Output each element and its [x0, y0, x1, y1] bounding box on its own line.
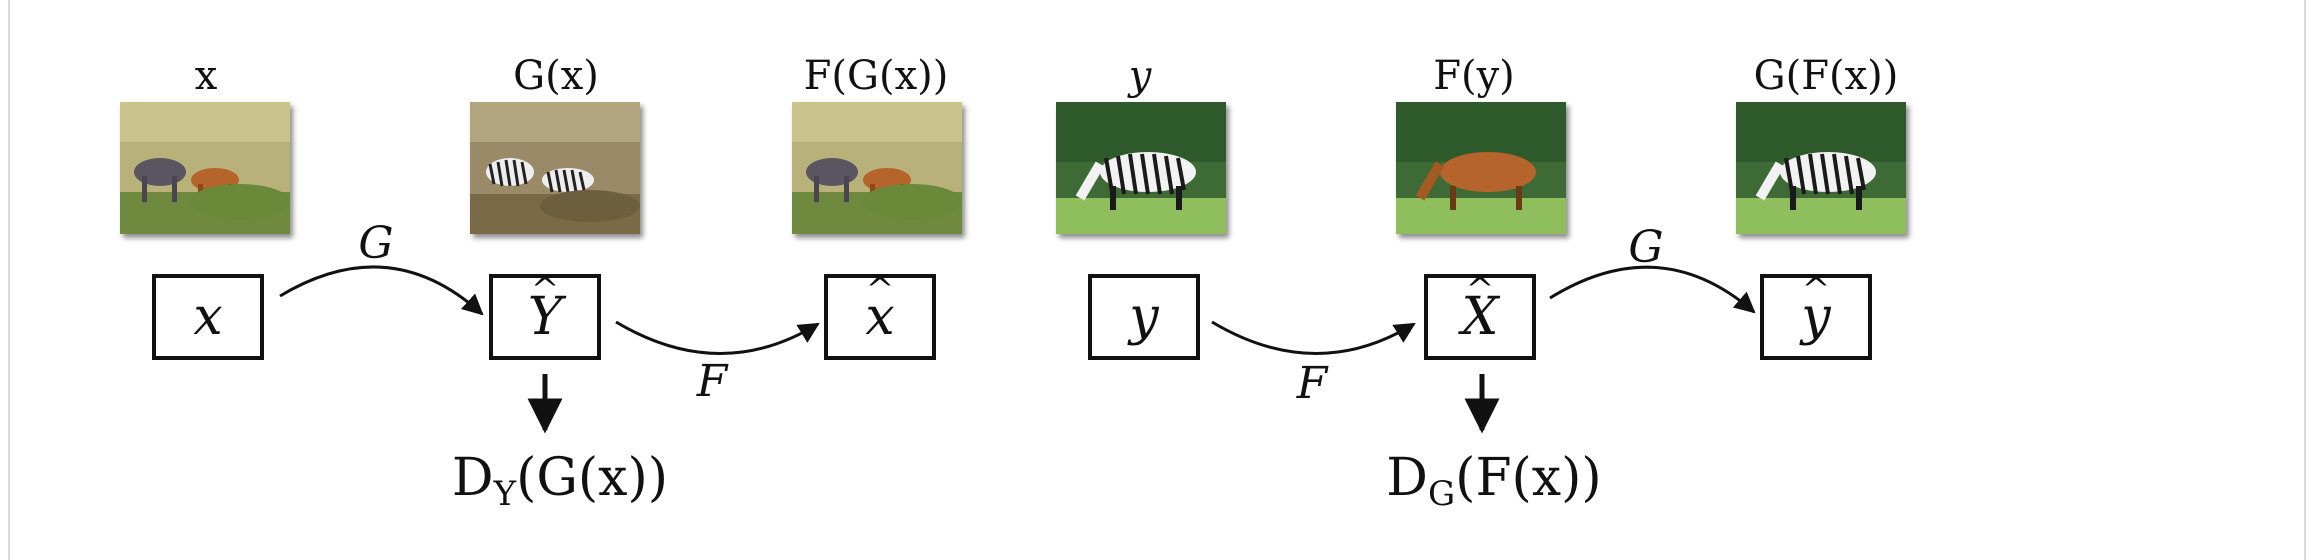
thumb-zebra-original — [1056, 102, 1226, 234]
disc-right-main: D — [1386, 448, 1428, 508]
hat-accent: ^ — [1465, 270, 1495, 310]
node-y-hat-symbol: Y — [527, 287, 563, 347]
node-x-hat-cap-symbol: X — [1461, 287, 1499, 347]
thumb-zebra-reconstructed — [1736, 102, 1906, 234]
node-y-hat-small: ^y — [1760, 270, 1872, 360]
node-x-symbol: x — [193, 287, 223, 347]
label-g-of-f-of-x: G(F(x)) — [1753, 53, 1899, 99]
disc-left-main: D — [451, 448, 494, 508]
label-f-of-y: F(y) — [1433, 53, 1515, 99]
label-x: x — [194, 53, 218, 99]
disc-right-arg: (F(x)) — [1455, 448, 1602, 508]
node-y-hat-small-symbol: y — [1801, 287, 1831, 347]
thumb-zebras-generated — [470, 102, 640, 234]
node-x-hat: ^x — [824, 270, 936, 360]
edge-f-left-curve — [615, 320, 820, 355]
edge-f-right-curve — [1211, 320, 1416, 355]
label-g-of-x: G(x) — [513, 53, 599, 99]
edge-g-right-curve — [1549, 265, 1756, 314]
node-y-hat: ^Y — [489, 270, 601, 360]
edge-label-g-left: G — [358, 218, 394, 269]
discriminator-right: DG(F(x)) — [1386, 452, 1601, 511]
disc-left-arg: (G(x)) — [516, 448, 669, 508]
edge-label-f-right: F — [1296, 358, 1328, 409]
discriminator-left: DY(G(x)) — [452, 452, 668, 511]
hat-accent: ^ — [1801, 270, 1831, 310]
node-y: y — [1088, 274, 1200, 360]
page-border-right — [2304, 0, 2306, 560]
disc-right-sub: G — [1427, 474, 1456, 514]
thumb-horses-reconstructed — [792, 102, 962, 234]
node-x-hat-cap: ^X — [1424, 270, 1536, 360]
node-y-symbol: y — [1129, 287, 1159, 347]
edge-label-f-left: F — [696, 356, 728, 407]
page-border-left — [8, 0, 10, 560]
node-x: x — [152, 274, 264, 360]
hat-accent: ^ — [530, 270, 560, 310]
edge-g-left-curve — [279, 265, 484, 316]
label-f-of-g-of-x: F(G(x)) — [803, 53, 949, 99]
disc-left-sub: Y — [493, 474, 517, 514]
thumb-horses-original — [120, 102, 290, 234]
thumb-horse-generated — [1396, 102, 1566, 234]
label-y: y — [1128, 53, 1152, 99]
edge-label-g-right: G — [1628, 222, 1664, 273]
hat-accent: ^ — [865, 270, 895, 310]
node-x-hat-symbol: x — [865, 287, 895, 347]
